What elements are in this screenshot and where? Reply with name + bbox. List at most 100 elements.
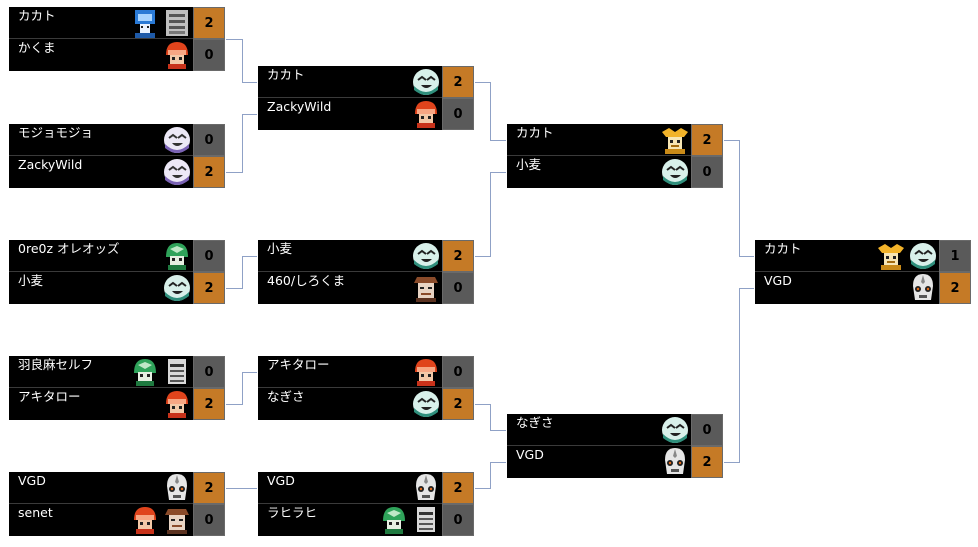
winner-score-badge: 2 <box>442 66 474 98</box>
character-icons <box>410 240 442 272</box>
player-row-bot[interactable]: かくま 0 <box>9 38 225 71</box>
character-icons <box>161 472 193 504</box>
player-row-top[interactable]: VGD 2 <box>9 472 225 504</box>
teal-ghost-icon <box>161 272 193 304</box>
skull-robot-icon <box>161 472 193 504</box>
character-icons <box>659 124 691 156</box>
gray-robot-icon <box>161 7 193 39</box>
red-helmet-icon <box>161 388 193 420</box>
player-name: ZackyWild <box>18 157 83 172</box>
loser-score-badge: 0 <box>193 356 225 388</box>
green-helmet-icon <box>129 356 161 388</box>
bracket-connector-line <box>490 82 491 141</box>
bracket-connector-line <box>475 82 490 83</box>
player-name: かくま <box>18 40 56 55</box>
teal-ghost-icon <box>659 156 691 188</box>
player-name: VGD <box>18 473 46 488</box>
player-name: 羽良麻セルフ <box>18 357 94 372</box>
character-icons <box>875 240 939 272</box>
player-name: アキタロー <box>18 389 81 404</box>
winner-score-badge: 2 <box>193 272 225 304</box>
player-name: VGD <box>516 447 544 462</box>
teal-ghost-icon <box>659 414 691 446</box>
bracket-connector-line <box>226 172 242 173</box>
player-row-top[interactable]: 羽良麻セルフ 0 <box>9 356 225 388</box>
player-name: 0re0z オレオッズ <box>18 241 120 256</box>
winner-score-badge: 2 <box>442 240 474 272</box>
character-icons <box>410 356 442 388</box>
green-helmet-icon <box>161 240 193 272</box>
character-icons <box>161 388 193 420</box>
character-icons <box>161 156 193 188</box>
loser-score-badge: 0 <box>193 39 225 71</box>
character-icons <box>161 272 193 304</box>
winner-score-badge: 2 <box>193 7 225 39</box>
loser-score-badge: 0 <box>442 98 474 130</box>
player-name: senet <box>18 505 53 520</box>
bracket-connector-line <box>226 404 242 405</box>
bracket-connector-line <box>490 404 491 431</box>
bracket-connector-line <box>475 256 490 257</box>
winner-score-badge: 2 <box>193 472 225 504</box>
gold-robot-icon <box>659 124 691 156</box>
skull-robot-icon <box>659 446 691 478</box>
character-icons <box>378 504 442 536</box>
red-helmet-icon <box>161 39 193 71</box>
skull-robot-icon <box>907 272 939 304</box>
character-icons <box>129 356 193 388</box>
character-icons <box>410 66 442 98</box>
player-name: VGD <box>764 273 792 288</box>
purple-ghost-icon <box>161 156 193 188</box>
character-icons <box>659 156 691 188</box>
character-icons <box>161 240 193 272</box>
character-icons <box>410 98 442 130</box>
red-helmet-icon <box>410 356 442 388</box>
loser-score-badge: 0 <box>442 272 474 304</box>
winner-score-badge: 2 <box>691 446 723 478</box>
teal-ghost-icon <box>410 66 442 98</box>
bracket-connector-line <box>242 82 257 83</box>
bracket-connector-line <box>490 172 506 173</box>
bracket-connector-line <box>475 488 490 489</box>
character-icons <box>659 446 691 478</box>
character-icons <box>907 272 939 304</box>
character-icons <box>161 124 193 156</box>
bracket-connector-line <box>739 140 740 257</box>
loser-score-badge: 0 <box>691 156 723 188</box>
winner-score-badge: 2 <box>442 388 474 420</box>
player-row-bot[interactable]: VGD 2 <box>507 445 723 478</box>
bracket-connector-line <box>739 288 754 289</box>
